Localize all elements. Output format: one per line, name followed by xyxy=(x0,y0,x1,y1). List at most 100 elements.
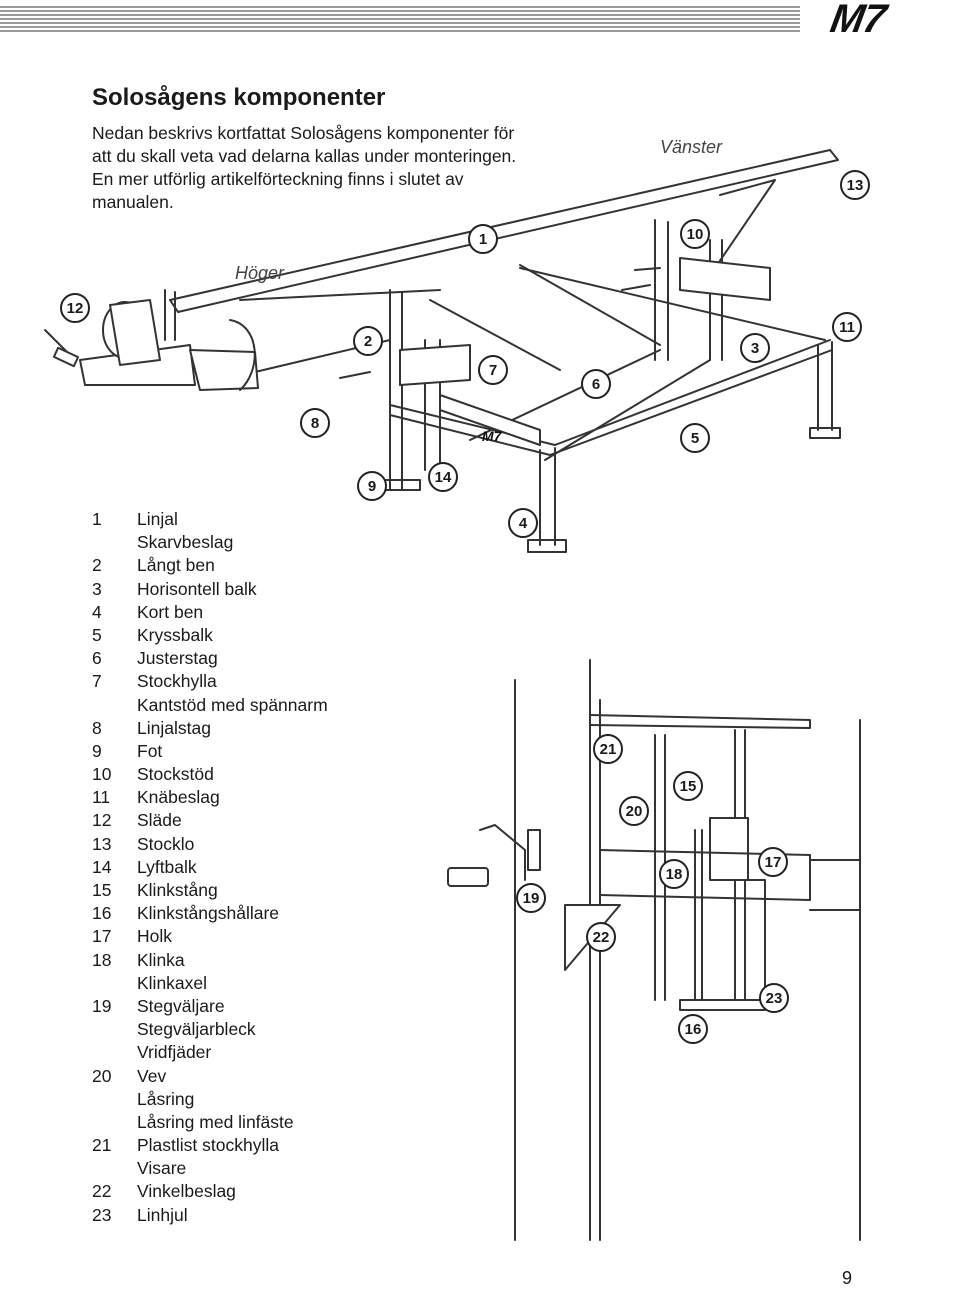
list-item: 8 Linjalstag xyxy=(92,717,328,740)
part-number xyxy=(92,531,137,554)
callout-11: 11 xyxy=(832,312,862,342)
callout-4: 4 xyxy=(508,508,538,538)
callout-18: 18 xyxy=(659,859,689,889)
log-shelf xyxy=(399,344,471,386)
part-name: Horisontell balk xyxy=(137,578,257,599)
list-item: Skarvbeslag xyxy=(92,531,328,554)
right-side-label: Höger xyxy=(235,263,285,283)
list-item: Stegväljarbleck xyxy=(92,1018,328,1041)
part-name: Linhjul xyxy=(137,1204,188,1225)
callout-1: 1 xyxy=(468,224,498,254)
page-number: 9 xyxy=(842,1268,853,1288)
beam-brand-text: M7 xyxy=(482,428,503,444)
part-name: Låsring med linfäste xyxy=(137,1111,294,1132)
part-name: Kryssbalk xyxy=(137,624,213,645)
callout-19: 19 xyxy=(516,883,546,913)
part-number: 1 xyxy=(92,509,102,529)
callout-8: 8 xyxy=(300,408,330,438)
callout-2: 2 xyxy=(353,326,383,356)
part-number xyxy=(92,1157,137,1180)
long-leg-right xyxy=(654,219,669,361)
list-item: 14 Lyftbalk xyxy=(92,856,328,879)
callout-13: 13 xyxy=(840,170,870,200)
callout-6: 6 xyxy=(581,369,611,399)
list-item: 9 Fot xyxy=(92,740,328,763)
list-item: Kantstöd med spännarm xyxy=(92,694,328,717)
part-number: 17 xyxy=(92,926,112,947)
part-name: Justerstag xyxy=(137,648,218,669)
detail-view xyxy=(447,659,861,1241)
header-stripes xyxy=(0,6,800,32)
part-number: 9 xyxy=(92,740,102,761)
part-name: Stegväljarbleck xyxy=(137,1019,256,1040)
long-leg-left xyxy=(389,289,403,491)
part-name: Linjal xyxy=(137,509,178,529)
part-number: 11 xyxy=(92,787,111,808)
part-name: Stegväljare xyxy=(137,995,225,1016)
part-number: 15 xyxy=(92,880,112,900)
short-leg xyxy=(539,447,556,546)
list-item: 5 Kryssbalk xyxy=(92,624,328,647)
rail-stay xyxy=(239,289,441,301)
part-name: Klinkstång xyxy=(137,880,218,900)
page-title: Solosågens komponenter xyxy=(92,84,386,111)
list-item: 15 Klinkstång xyxy=(92,879,328,902)
list-item: 1 Linjal xyxy=(92,508,328,531)
part-number: 5 xyxy=(92,624,102,645)
part-name: Klinkstångshållare xyxy=(137,903,280,924)
front-beam xyxy=(389,339,831,446)
callout-23: 23 xyxy=(759,983,789,1013)
callout-3: 3 xyxy=(740,333,770,363)
part-number: 14 xyxy=(92,856,112,877)
part-name: Skarvbeslag xyxy=(137,532,234,553)
callout-17: 17 xyxy=(758,847,788,877)
list-item: 4 Kort ben xyxy=(92,601,328,624)
part-name: Vev xyxy=(137,1065,167,1086)
callout-5: 5 xyxy=(680,423,710,453)
list-item: 10 Stockstöd xyxy=(92,763,328,786)
callout-20: 20 xyxy=(619,796,649,826)
part-name: Släde xyxy=(137,810,182,831)
part-name: Stocklo xyxy=(137,833,195,854)
part-name: Stockhylla xyxy=(137,671,217,692)
part-name: Kort ben xyxy=(137,601,204,622)
part-name: Stockstöd xyxy=(137,764,214,785)
part-name: Fot xyxy=(137,740,163,761)
part-number: 6 xyxy=(92,648,102,669)
callout-14: 14 xyxy=(428,462,458,492)
part-number xyxy=(92,972,137,995)
part-number: 10 xyxy=(92,764,112,785)
part-name: Låsring xyxy=(137,1088,195,1109)
log-support xyxy=(679,257,771,301)
list-item: 17 Holk xyxy=(92,925,328,948)
part-name: Holk xyxy=(137,926,173,947)
part-number: 2 xyxy=(92,555,102,576)
part-number xyxy=(92,1111,137,1134)
part-number: 16 xyxy=(92,903,112,924)
part-name: Kantstöd med spännarm xyxy=(137,694,328,715)
part-name: Vridfjäder xyxy=(137,1042,212,1063)
part-number: 8 xyxy=(92,717,102,738)
callout-22: 22 xyxy=(586,922,616,952)
part-number xyxy=(92,1018,137,1041)
part-name: Linjalstag xyxy=(137,717,211,738)
part-name: Klinka xyxy=(137,949,185,970)
list-item: Låsring med linfäste xyxy=(92,1111,328,1134)
part-number: 4 xyxy=(92,601,102,622)
part-name: Lyftbalk xyxy=(137,856,197,877)
callout-15: 15 xyxy=(673,771,703,801)
part-name: Klinkaxel xyxy=(137,972,208,993)
